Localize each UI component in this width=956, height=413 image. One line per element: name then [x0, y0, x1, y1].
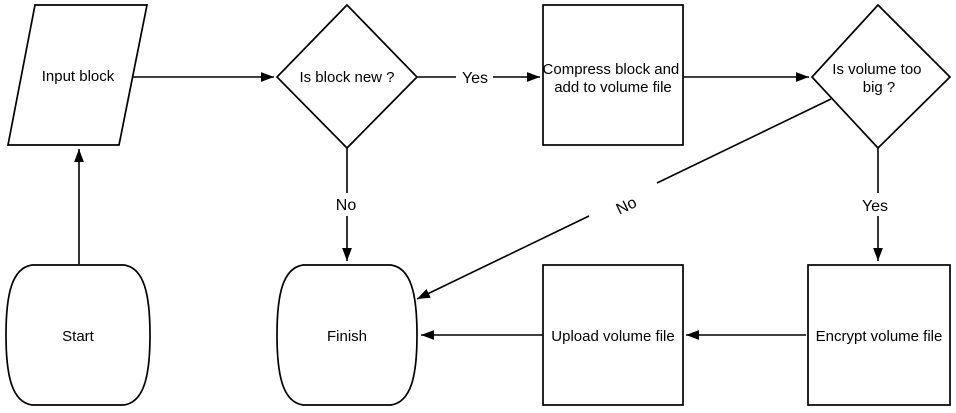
- edge-is-volume-too-big-no-line-a: [656, 98, 832, 184]
- input-block-label: Input block: [42, 68, 115, 85]
- encrypt-volume-file-rect-shape: [807, 264, 951, 406]
- edge-is-volume-too-big-no-line-b: [416, 215, 590, 300]
- edge-label-is-block-new-no: No: [336, 197, 357, 214]
- is-volume-too-big-label: Is volume too big ?: [832, 61, 925, 96]
- edge-is-block-new-no: No: [336, 148, 357, 261]
- node-is-volume-too-big: Is volume too big ?: [810, 3, 952, 150]
- node-upload-volume-file: Upload volume file: [542, 264, 684, 406]
- edge-is-volume-too-big-yes: Yes: [862, 148, 888, 261]
- finish-terminator-shape: [276, 264, 418, 406]
- encrypt-volume-file-label: Encrypt volume file: [816, 328, 943, 345]
- is-block-new-label: Is block new ?: [299, 69, 394, 86]
- upload-volume-file-label: Upload volume file: [551, 328, 674, 345]
- node-finish: Finish: [276, 264, 418, 406]
- node-encrypt-volume-file: Encrypt volume file: [807, 264, 951, 406]
- node-input-block: Input block: [6, 4, 149, 146]
- node-is-block-new: Is block new ?: [275, 3, 419, 150]
- flowchart: Start Input block Is block new ? Compres…: [5, 3, 952, 406]
- node-start: Start: [5, 264, 151, 406]
- start-label: Start: [62, 328, 95, 345]
- edge-label-is-block-new-yes: Yes: [462, 70, 488, 87]
- edge-label-is-volume-too-big-yes: Yes: [862, 198, 888, 215]
- node-compress-block: Compress block and add to volume file: [542, 4, 684, 146]
- compress-block-rect-shape: [542, 4, 684, 146]
- compress-block-label: Compress block and add to volume file: [543, 61, 684, 96]
- edge-label-is-volume-too-big-no: No: [614, 194, 640, 218]
- edge-is-block-new-yes: Yes: [417, 70, 540, 87]
- input-block-parallelogram-shape: [6, 4, 149, 146]
- finish-label: Finish: [327, 328, 367, 345]
- start-terminator-shape: [5, 264, 151, 406]
